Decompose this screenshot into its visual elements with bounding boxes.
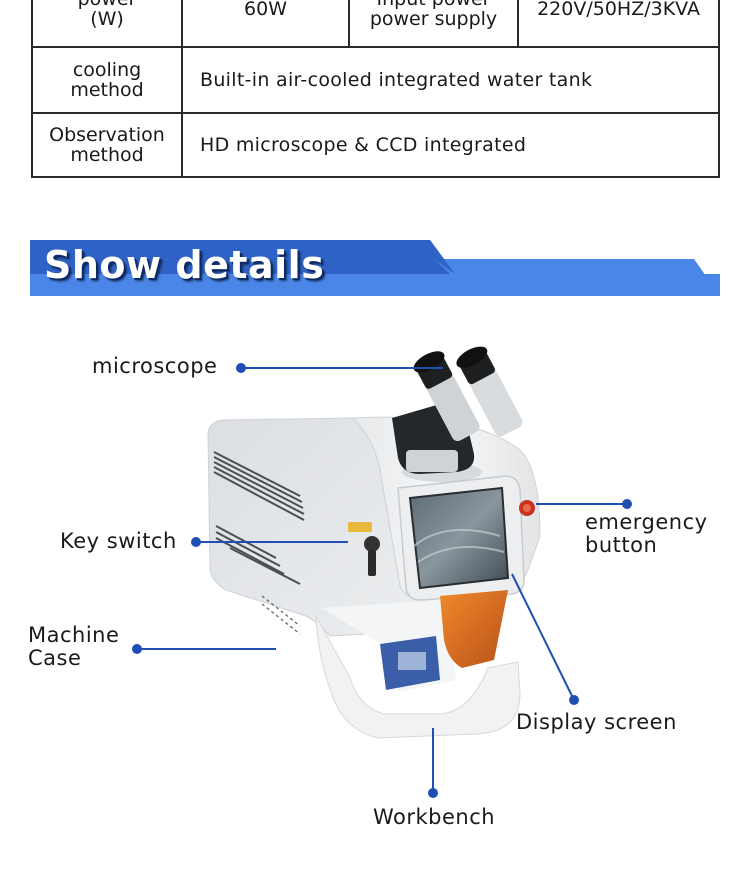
key-switch-label: Key switch [60, 529, 177, 553]
workbench [315, 615, 521, 739]
emergency-button [519, 500, 535, 516]
table-row: power (W) 60W Input power power supply 2… [31, 0, 720, 48]
callout-lines [132, 363, 632, 798]
table-cell: Observation method [31, 112, 183, 178]
display-screen [397, 475, 525, 601]
table-cell: cooling method [31, 46, 183, 114]
emergency-button-label: emergency button [585, 510, 708, 557]
table-cell: 60W [181, 0, 350, 48]
table-row: Observation method HD microscope & CCD i… [31, 112, 720, 178]
table-cell: HD microscope & CCD integrated [181, 112, 720, 178]
table-cell: power (W) [31, 0, 183, 48]
key-switch [348, 522, 380, 576]
workbench-label: Workbench [373, 805, 496, 829]
machine-case-label: Machine Case [28, 623, 120, 670]
section-banner: Show details [30, 240, 720, 296]
microscope [392, 346, 523, 474]
microscope-label: microscope [92, 354, 218, 378]
table-cell: 220V/50HZ/3KVA [517, 0, 720, 48]
table-cell: Input power power supply [348, 0, 519, 48]
table-row: cooling method Built-in air-cooled integ… [31, 46, 720, 114]
table-cell: Built-in air-cooled integrated water tan… [181, 46, 720, 114]
banner-background [30, 240, 720, 296]
product-diagram: microscope Key switch Machine Case emerg… [0, 300, 750, 888]
display-screen-label: Display screen [516, 710, 677, 734]
work-chamber [322, 590, 508, 692]
laser-welder-illustration [132, 346, 632, 798]
spec-table: power (W) 60W Input power power supply 2… [31, 0, 720, 178]
section-title: Show details [44, 243, 325, 287]
